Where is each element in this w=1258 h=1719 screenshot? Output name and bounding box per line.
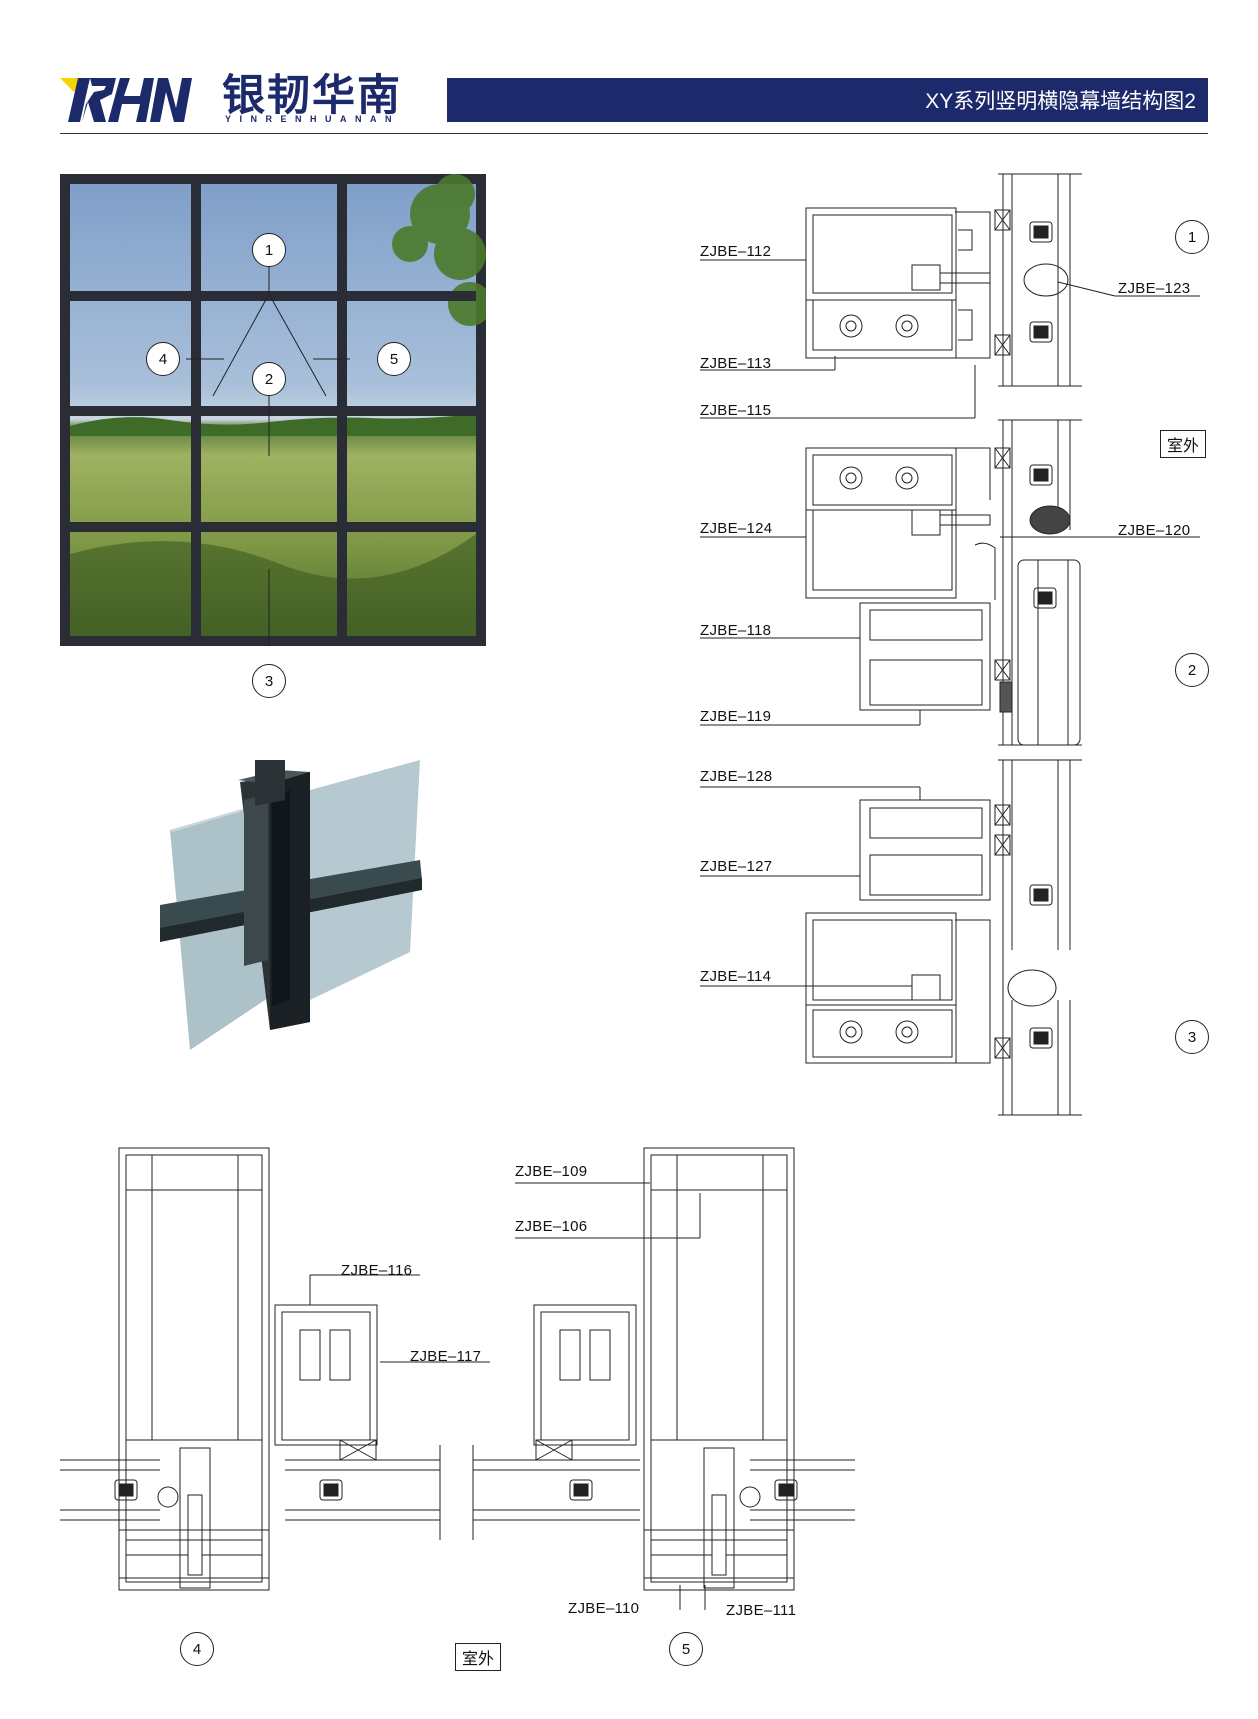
label-zjbe-110: ZJBE–110 <box>568 1600 640 1617</box>
outside-label-right: 室外 <box>1160 430 1207 458</box>
label-zjbe-115: ZJBE–115 <box>700 402 772 419</box>
isometric-mullion-render <box>160 760 422 1050</box>
label-zjbe-116: ZJBE–116 <box>341 1262 413 1279</box>
title-bar: XY系列竖明横隐幕墙结构图2 <box>447 78 1208 122</box>
outside-label-bottom: 室外 <box>455 1643 502 1671</box>
logo-mark-icon <box>60 78 192 122</box>
photo-callout-5: 5 <box>377 342 411 376</box>
photo-callout-3: 3 <box>252 664 286 698</box>
label-zjbe-117: ZJBE–117 <box>410 1348 482 1365</box>
photo-callout-2: 2 <box>252 362 286 396</box>
photo-callout-1: 1 <box>252 233 286 267</box>
label-zjbe-114: ZJBE–114 <box>700 968 772 985</box>
label-zjbe-113: ZJBE–113 <box>700 355 772 372</box>
label-zjbe-109: ZJBE–109 <box>515 1163 588 1180</box>
header-divider <box>60 133 1208 134</box>
label-zjbe-127: ZJBE–127 <box>700 858 773 875</box>
label-zjbe-119: ZJBE–119 <box>700 708 772 725</box>
section-1-drawing <box>700 173 1200 419</box>
facade-elevation-photo <box>60 174 486 646</box>
section-callout-4: 4 <box>180 1632 214 1666</box>
label-zjbe-106: ZJBE–106 <box>515 1218 588 1235</box>
logo-subtitle: YINRENHUANAN <box>225 114 401 124</box>
label-zjbe-123: ZJBE–123 <box>1118 280 1191 297</box>
section-callout-5: 5 <box>669 1632 703 1666</box>
label-zjbe-124: ZJBE–124 <box>700 520 773 537</box>
section-4-drawing <box>60 1147 490 1591</box>
section-5-drawing <box>472 1147 855 1610</box>
section-3-drawing <box>700 759 1082 1116</box>
section-callout-1: 1 <box>1175 220 1209 254</box>
section-2-drawing <box>700 419 1200 746</box>
brand-logo <box>60 74 430 130</box>
section-callout-3: 3 <box>1175 1020 1209 1054</box>
label-zjbe-111: ZJBE–111 <box>726 1602 797 1619</box>
label-zjbe-120: ZJBE–120 <box>1118 522 1191 539</box>
page-title: XY系列竖明横隐幕墙结构图2 <box>925 90 1196 113</box>
photo-callout-4: 4 <box>146 342 180 376</box>
section-callout-2: 2 <box>1175 653 1209 687</box>
label-zjbe-112: ZJBE–112 <box>700 243 772 260</box>
logo-chinese-name: 银韧华南 <box>222 71 402 121</box>
label-zjbe-128: ZJBE–128 <box>700 768 773 785</box>
label-zjbe-118: ZJBE–118 <box>700 622 772 639</box>
